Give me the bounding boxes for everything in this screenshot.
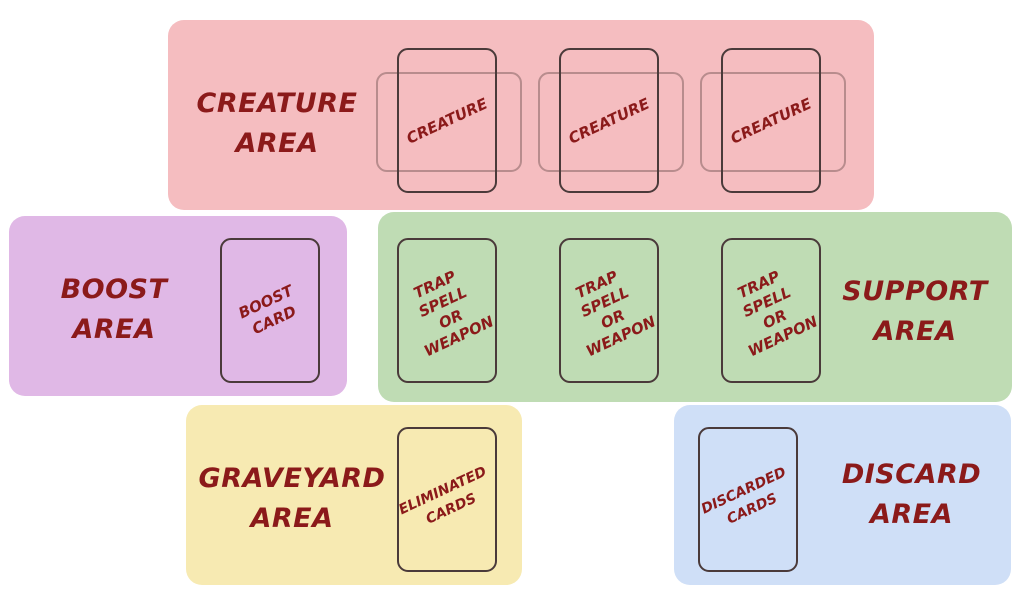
creature-area-label-line1: CREATURE	[196, 88, 358, 119]
creature-slot-2-sideways	[538, 72, 684, 172]
discard-area-label-line2: AREA	[869, 499, 954, 530]
creature-area: CREATURE AREA	[168, 20, 874, 210]
boost-area-label-line2: AREA	[72, 314, 156, 345]
creature-slot-1-sideways	[376, 72, 522, 172]
graveyard-card-label: ELIMINATED CARDS	[396, 461, 499, 537]
support-area-label-line1: SUPPORT	[842, 276, 988, 307]
creature-card-2-text: CREATURE	[565, 93, 653, 148]
boost-card-label: BOOST CARD	[235, 280, 304, 341]
creature-card-2-label: CREATURE	[565, 93, 653, 148]
creature-card-3-label: CREATURE	[727, 93, 815, 148]
discard-card[interactable]: DISCARDED CARDS	[698, 427, 798, 572]
support-card-2[interactable]: TRAP SPELL OR WEAPON	[559, 238, 659, 383]
discard-area-label-line1: DISCARD	[841, 459, 982, 490]
graveyard-area: GRAVEYARD AREA ELIMINATED CARDS	[186, 405, 522, 585]
boost-card[interactable]: BOOST CARD	[220, 238, 320, 383]
graveyard-card[interactable]: ELIMINATED CARDS	[396, 427, 499, 572]
creature-card-1-text: CREATURE	[403, 93, 491, 148]
boost-area-label: BOOST AREA	[29, 270, 199, 350]
support-area-label-line2: AREA	[873, 316, 957, 347]
graveyard-area-label-line1: GRAVEYARD	[198, 463, 386, 494]
creature-card-3-text: CREATURE	[727, 93, 815, 148]
boost-area-label-line1: BOOST	[60, 274, 168, 305]
graveyard-area-label: GRAVEYARD AREA	[192, 459, 392, 539]
creature-area-label-line2: AREA	[235, 128, 319, 159]
creature-card-1-label: CREATURE	[403, 93, 491, 148]
graveyard-area-label-line2: AREA	[250, 503, 334, 534]
support-card-1[interactable]: TRAP SPELL OR WEAPON	[397, 238, 497, 383]
boost-area: BOOST AREA BOOST CARD	[9, 216, 347, 396]
discard-area: DISCARDED CARDS DISCARD AREA	[674, 405, 1011, 585]
support-card-2-label: TRAP SPELL OR WEAPON	[559, 260, 659, 360]
support-area: TRAP SPELL OR WEAPON TRAP SPELL OR WEAPO…	[378, 212, 1012, 402]
discard-card-label: DISCARDED CARDS	[698, 462, 798, 537]
creature-card-1[interactable]: CREATURE	[397, 48, 497, 193]
support-card-3[interactable]: TRAP SPELL OR WEAPON	[721, 238, 821, 383]
creature-area-label: CREATURE AREA	[192, 84, 362, 164]
creature-card-2[interactable]: CREATURE	[559, 48, 659, 193]
support-card-3-label: TRAP SPELL OR WEAPON	[721, 260, 821, 360]
discard-area-label: DISCARD AREA	[824, 455, 999, 535]
creature-slot-3-sideways	[700, 72, 846, 172]
creature-card-3[interactable]: CREATURE	[721, 48, 821, 193]
support-area-label: SUPPORT AREA	[830, 272, 1000, 352]
support-card-1-label: TRAP SPELL OR WEAPON	[397, 260, 497, 360]
